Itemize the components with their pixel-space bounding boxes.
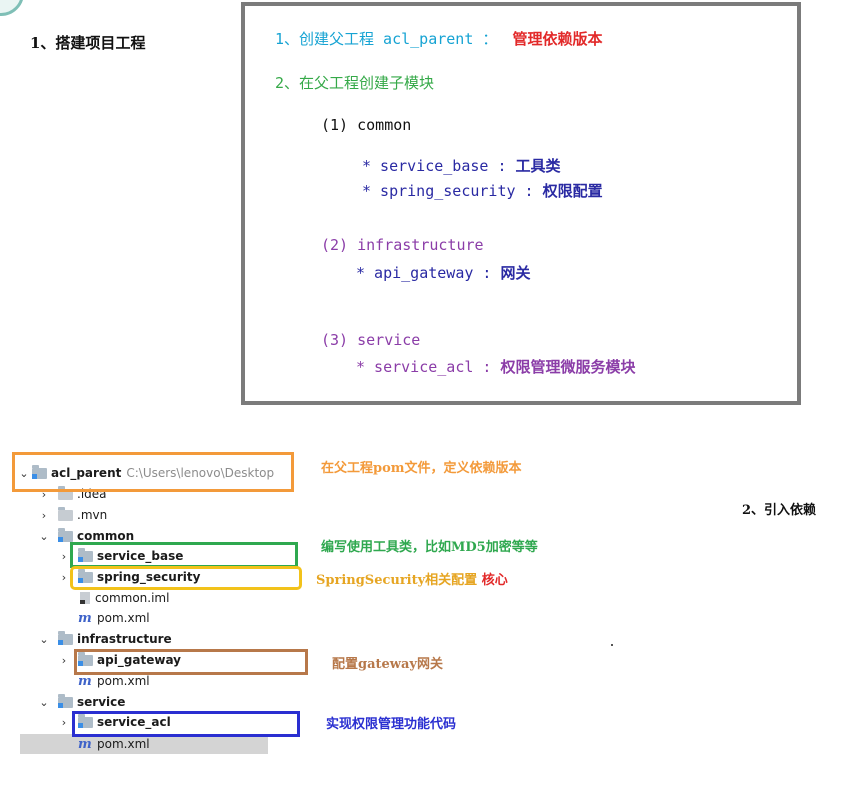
outline-line1: 1、创建父工程 acl_parent ： 管理依赖版本 (275, 30, 603, 48)
chevron-right-icon[interactable]: › (41, 487, 47, 501)
tree-item-infrastructure[interactable]: ⌄ infrastructure (39, 630, 172, 646)
stray-dot (611, 644, 613, 646)
tree-item-acl-parent[interactable]: ⌄ acl_parent C:\Users\lenovo\Desktop (19, 464, 275, 480)
tree-item-common[interactable]: ⌄ common (39, 527, 135, 543)
outline-infra-title: (2) infrastructure (321, 236, 484, 254)
outline-line2: 2、在父工程创建子模块 (275, 74, 435, 92)
maven-icon: m (78, 673, 92, 689)
outline-service-base: * service_base : 工具类 (362, 157, 561, 175)
outline-common-title: (1) common (321, 116, 412, 134)
step2-heading: 2、引入依赖 (742, 503, 817, 518)
tree-item-common-iml[interactable]: common.iml (76, 588, 169, 608)
annotation-root: 在父工程pom文件，定义依赖版本 (321, 461, 522, 476)
annotation-service-acl: 实现权限管理功能代码 (326, 717, 457, 732)
iml-file-icon (80, 592, 90, 604)
chevron-right-icon[interactable]: › (61, 653, 67, 667)
highlight-service-base (70, 542, 298, 568)
module-folder-icon (78, 651, 93, 666)
tree-item-pom-common[interactable]: m pom.xml (78, 610, 150, 626)
highlight-acl-parent (12, 452, 294, 492)
folder-icon (58, 506, 73, 521)
module-folder-icon (58, 630, 73, 645)
maven-icon: m (78, 736, 92, 752)
annotation-api-gateway: 配置gateway网关 (332, 657, 443, 672)
chevron-down-icon[interactable]: ⌄ (39, 529, 49, 543)
module-folder-icon (32, 464, 47, 479)
annotation-service-base: 编写使用工具类，比如MD5加密等等 (321, 540, 538, 555)
highlight-service-acl (72, 711, 300, 737)
chevron-down-icon[interactable]: ⌄ (39, 695, 49, 709)
tree-item-service[interactable]: ⌄ service (39, 693, 126, 709)
chevron-down-icon[interactable]: ⌄ (39, 632, 49, 646)
tree-item-service-base[interactable]: › service_base (58, 546, 183, 566)
tree-item-mvn[interactable]: › .mvn (38, 505, 107, 525)
corner-logo (0, 0, 24, 16)
chevron-right-icon[interactable]: › (41, 508, 47, 522)
module-outline-box: 1、创建父工程 acl_parent ： 管理依赖版本 2、在父工程创建子模块 … (241, 2, 801, 405)
tree-item-service-acl[interactable]: › service_acl (58, 712, 171, 732)
outline-api-gateway: * api_gateway : 网关 (356, 264, 531, 282)
tree-item-api-gateway[interactable]: › api_gateway (58, 650, 181, 670)
chevron-down-icon[interactable]: ⌄ (19, 466, 29, 480)
module-folder-icon (78, 713, 93, 728)
module-folder-icon (58, 527, 73, 542)
outline-spring-security: * spring_security : 权限配置 (362, 182, 603, 200)
chevron-right-icon[interactable]: › (61, 570, 67, 584)
outline-service-title: (3) service (321, 331, 421, 349)
highlight-spring-security (70, 566, 302, 590)
tree-item-pom-service[interactable]: m pom.xml (20, 734, 268, 754)
highlight-api-gateway (74, 649, 308, 675)
tree-item-pom-infrastructure[interactable]: m pom.xml (78, 673, 150, 689)
module-folder-icon (78, 568, 93, 583)
step1-heading: 1、搭建项目工程 (30, 34, 146, 52)
tree-item-spring-security[interactable]: › spring_security (58, 567, 200, 587)
maven-icon: m (78, 610, 92, 626)
module-folder-icon (58, 693, 73, 708)
module-folder-icon (78, 547, 93, 562)
folder-icon (58, 485, 73, 500)
annotation-spring-security: SpringSecurity相关配置 核心 (316, 573, 508, 588)
outline-service-acl: * service_acl : 权限管理微服务模块 (356, 358, 636, 376)
chevron-right-icon[interactable]: › (61, 715, 67, 729)
chevron-right-icon[interactable]: › (61, 549, 67, 563)
